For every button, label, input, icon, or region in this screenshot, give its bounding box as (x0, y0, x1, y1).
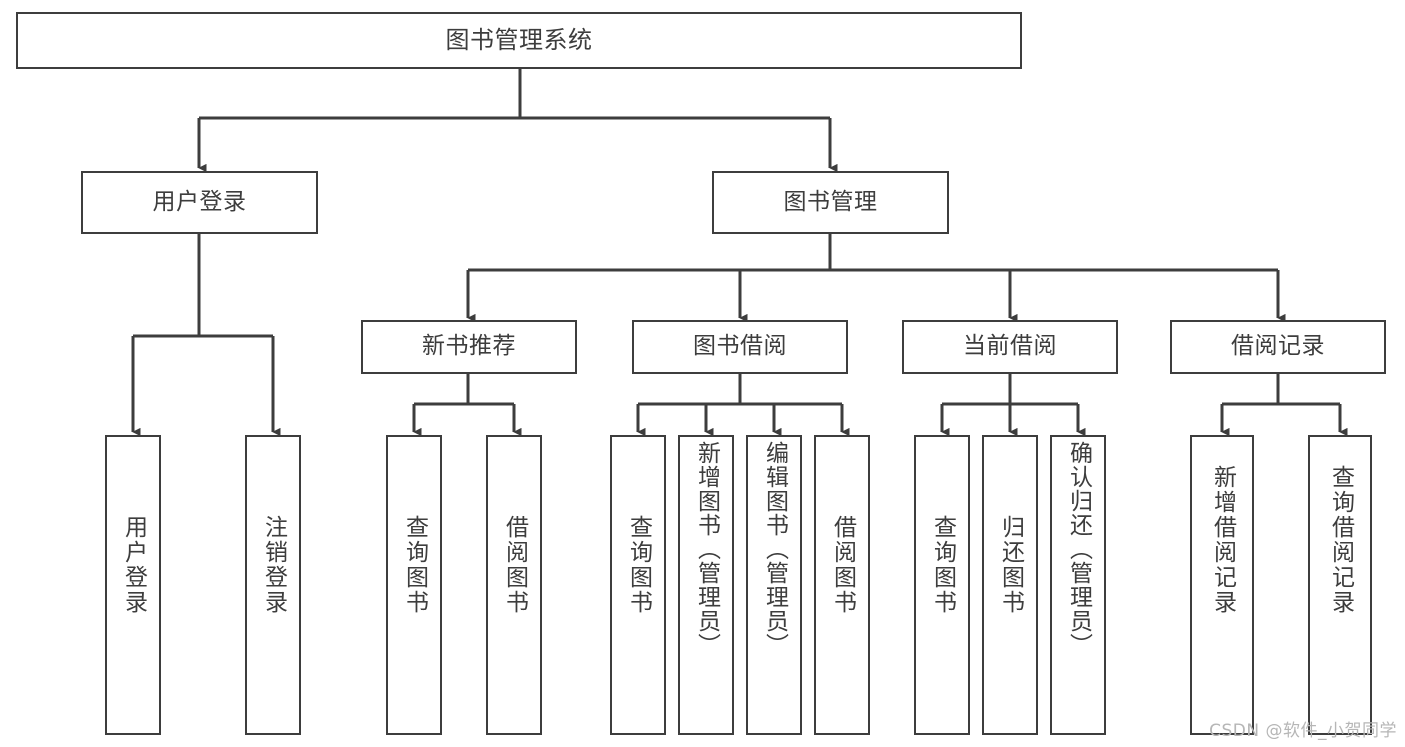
node-label: 查询借阅记录 (1327, 465, 1354, 615)
leaf-logout[interactable]: 注销登录 (245, 435, 301, 735)
leaf-query-book-current[interactable]: 查询图书 (914, 435, 970, 735)
node-label: 图书管理系统 (445, 26, 593, 55)
node-label: 借阅图书 (501, 515, 528, 615)
leaf-edit-book-admin[interactable]: 编辑图书（管理员） (746, 435, 802, 735)
node-label: 确认归还（管理员） (1065, 441, 1092, 657)
node-label: 用户登录 (120, 515, 147, 615)
leaf-return-book[interactable]: 归还图书 (982, 435, 1038, 735)
node-label: 借阅记录 (1231, 333, 1325, 360)
node-current-borrow[interactable]: 当前借阅 (902, 320, 1118, 374)
node-label: 图书借阅 (693, 333, 787, 360)
leaf-borrow-book-recommend[interactable]: 借阅图书 (486, 435, 542, 735)
node-book-borrow[interactable]: 图书借阅 (632, 320, 848, 374)
node-label: 图书管理 (783, 188, 878, 215)
leaf-add-book-admin[interactable]: 新增图书（管理员） (678, 435, 734, 735)
node-root-book-management-system[interactable]: 图书管理系统 (16, 12, 1022, 69)
node-label: 当前借阅 (963, 333, 1057, 360)
node-label: 借阅图书 (829, 515, 856, 615)
watermark-text: CSDN @软件_小贺同学 (1209, 721, 1397, 741)
leaf-borrow-book[interactable]: 借阅图书 (814, 435, 870, 735)
leaf-confirm-return-admin[interactable]: 确认归还（管理员） (1050, 435, 1106, 735)
leaf-query-borrow-record[interactable]: 查询借阅记录 (1308, 435, 1372, 735)
node-new-book-recommend[interactable]: 新书推荐 (361, 320, 577, 374)
node-label: 编辑图书（管理员） (761, 441, 788, 657)
node-label: 查询图书 (625, 515, 652, 615)
node-label: 查询图书 (401, 515, 428, 615)
node-label: 用户登录 (152, 188, 247, 215)
leaf-add-borrow-record[interactable]: 新增借阅记录 (1190, 435, 1254, 735)
node-borrow-records[interactable]: 借阅记录 (1170, 320, 1386, 374)
node-label: 注销登录 (260, 515, 287, 615)
node-label: 新书推荐 (422, 333, 516, 360)
leaf-user-login[interactable]: 用户登录 (105, 435, 161, 735)
leaf-query-book-recommend[interactable]: 查询图书 (386, 435, 442, 735)
node-book-management[interactable]: 图书管理 (712, 171, 949, 234)
node-label: 查询图书 (929, 515, 956, 615)
leaf-query-book-borrow[interactable]: 查询图书 (610, 435, 666, 735)
node-label: 归还图书 (997, 515, 1024, 615)
node-user-login[interactable]: 用户登录 (81, 171, 318, 234)
node-label: 新增图书（管理员） (693, 441, 720, 657)
node-label: 新增借阅记录 (1209, 465, 1236, 615)
